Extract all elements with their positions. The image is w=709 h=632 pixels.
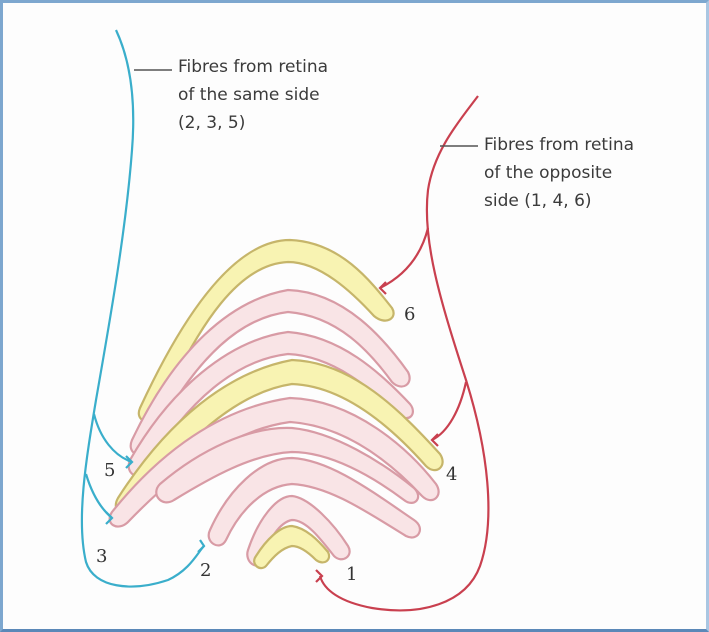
layer-number-2: 2 xyxy=(200,560,211,581)
label-same-side-line1: Fibres from retina xyxy=(178,57,328,77)
ipsilateral-branch-5 xyxy=(94,414,132,462)
layer-number-4: 4 xyxy=(446,464,457,485)
ipsilateral-terminal-2 xyxy=(198,540,204,552)
contralateral-branch-6 xyxy=(380,228,428,288)
contralateral-terminal-4 xyxy=(432,434,438,446)
label-same-side-line3: (2, 3, 5) xyxy=(178,113,245,133)
label-opposite-side-line1: Fibres from retina xyxy=(484,135,634,155)
label-same-side-line2: of the same side xyxy=(178,85,320,105)
label-opposite-side-line3: side (1, 4, 6) xyxy=(484,191,592,211)
contralateral-terminal-6 xyxy=(380,282,386,294)
layer-number-1: 1 xyxy=(346,564,357,585)
layer-number-3: 3 xyxy=(96,546,107,567)
label-opposite-side-line2: of the opposite xyxy=(484,163,612,183)
layer-number-5: 5 xyxy=(104,460,115,481)
lgn-lamination-diagram: Fibres from retina of the same side (2, … xyxy=(3,3,706,629)
layer-number-6: 6 xyxy=(404,304,415,325)
contralateral-branch-4 xyxy=(432,382,466,440)
